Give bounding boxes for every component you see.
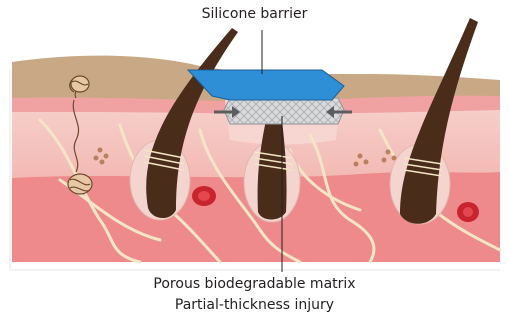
label-porous-matrix: Porous biodegradable matrix bbox=[0, 276, 509, 292]
porous-matrix bbox=[214, 98, 352, 124]
silicone-barrier bbox=[188, 70, 344, 100]
label-silicone-barrier: Silicone barrier bbox=[0, 6, 509, 22]
label-partial-thickness-injury: Partial-thickness injury bbox=[0, 297, 509, 313]
